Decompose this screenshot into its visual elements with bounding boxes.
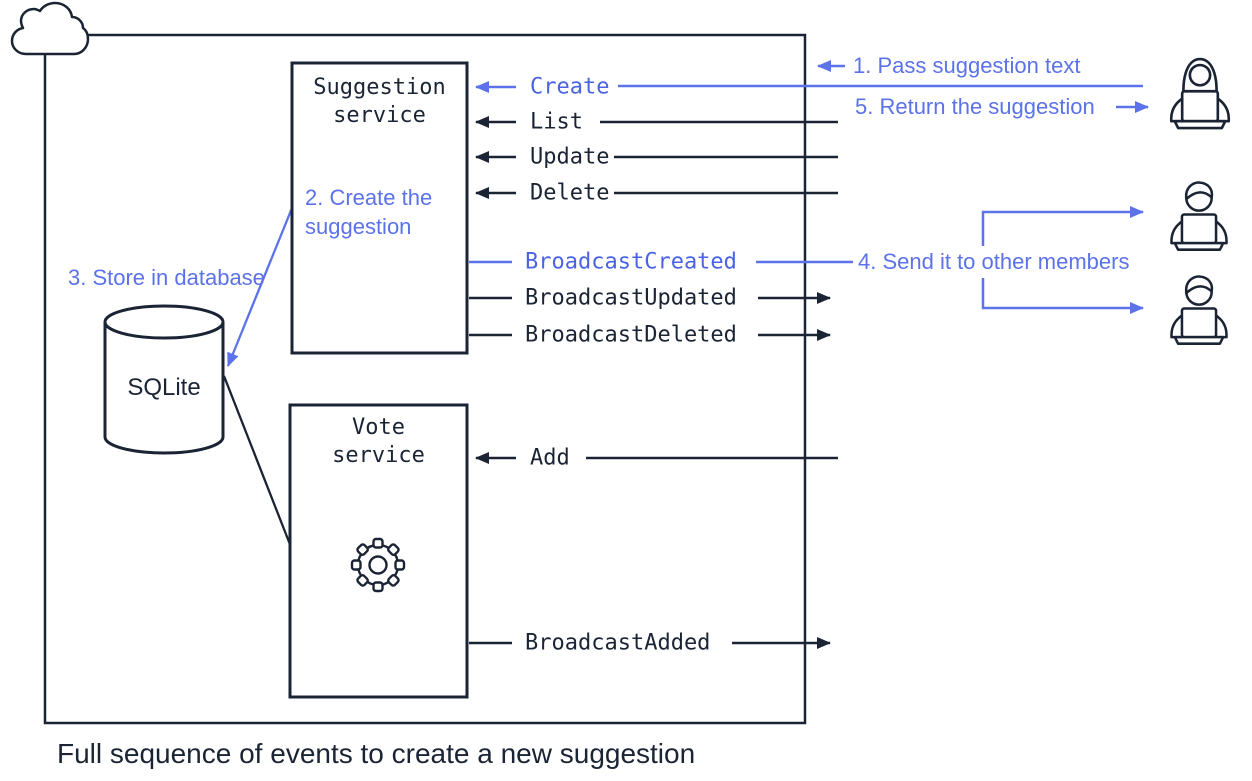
database-cylinder-icon (103, 304, 225, 455)
method-create-label: Create (530, 74, 610, 100)
member1-person-icon (1170, 181, 1228, 251)
send-to-member1-arrow (981, 206, 1144, 246)
method-broadcast-created-label: BroadcastCreated (525, 249, 737, 275)
method-broadcast-added-label: BroadcastAdded (525, 630, 711, 656)
step5-label: 5. Return the suggestion (855, 94, 1095, 119)
send-to-member2-arrow (981, 278, 1144, 314)
method-list-label: List (530, 109, 583, 135)
diagram-caption: Full sequence of events to create a new … (57, 738, 696, 769)
store-in-database-arrow (226, 207, 294, 367)
suggestion-service-box (290, 61, 469, 355)
method-add-label: Add (530, 445, 570, 471)
suggestion-service-title: Suggestion service (313, 75, 446, 128)
vote-service-title: Vote service (332, 415, 425, 468)
method-delete-label: Delete (530, 180, 610, 206)
gear-icon (350, 537, 406, 593)
step2-label: 2. Create the suggestion (305, 185, 433, 239)
user-person-icon (1169, 57, 1231, 130)
method-broadcast-updated-label: BroadcastUpdated (525, 285, 737, 311)
cloud-icon (10, 1, 90, 56)
step1-label: 1. Pass suggestion text (853, 53, 1081, 78)
method-update-label: Update (530, 144, 610, 170)
method-broadcast-deleted-label: BroadcastDeleted (525, 322, 737, 348)
database-label: SQLite (127, 374, 201, 401)
step4-label: 4. Send it to other members (858, 249, 1130, 274)
cloud-app-boundary-box (43, 33, 807, 725)
step3-label: 3. Store in database (68, 265, 265, 290)
sqlite-to-vote-connector (222, 375, 293, 548)
member2-person-icon (1170, 275, 1228, 345)
